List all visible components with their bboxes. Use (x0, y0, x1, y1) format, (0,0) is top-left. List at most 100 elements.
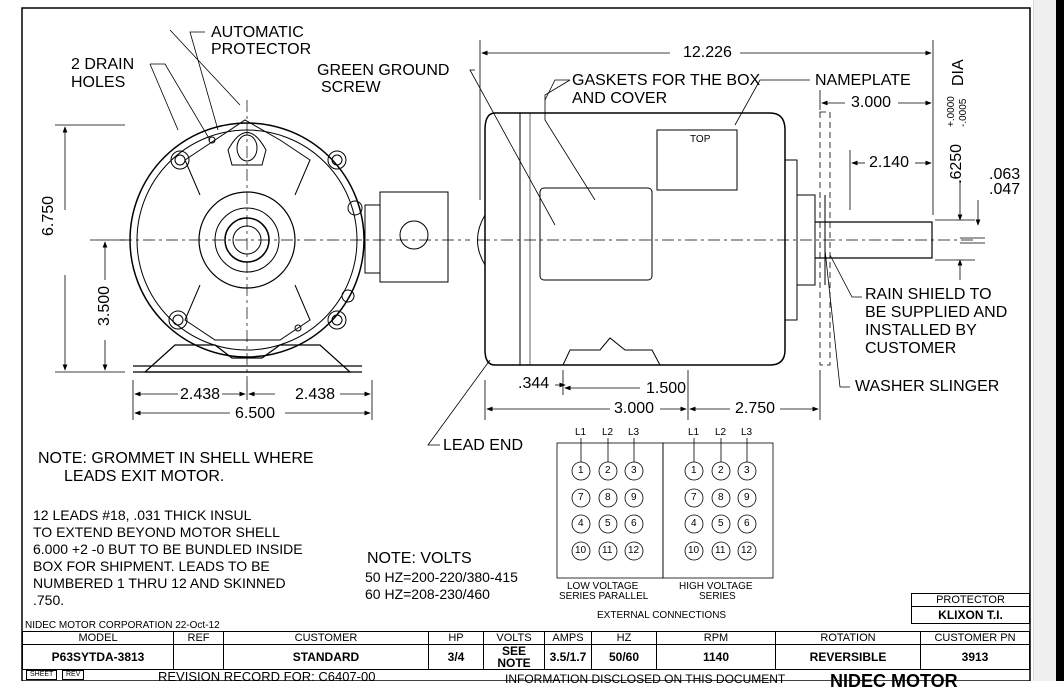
hv-t10: 10 (688, 545, 700, 556)
sheet-label: SHEET (26, 670, 58, 680)
hv-t12: 12 (741, 545, 753, 556)
lv-t10: 10 (575, 545, 587, 556)
washer-slinger-label: WASHER SLINGER (855, 378, 1000, 395)
dim-foot-right: 2.438 (295, 386, 336, 403)
lv-t12: 12 (628, 545, 640, 556)
note-volts-title: NOTE: VOLTS (367, 550, 472, 567)
header-amps: AMPS (544, 631, 592, 645)
dim-foot-left: 2.438 (180, 386, 221, 403)
protector-table: PROTECTOR KLIXON T.I. (911, 593, 1030, 624)
hv-l2: L2 (715, 427, 727, 438)
rain-shield-label-2: BE SUPPLIED AND (865, 304, 1008, 321)
scrollbar[interactable] (1033, 0, 1064, 681)
header-model: MODEL (22, 631, 174, 645)
lv-t5: 5 (605, 518, 611, 529)
dim-key-063: .063 (989, 166, 1021, 183)
value-customer: STANDARD (223, 644, 429, 670)
lv-t6: 6 (631, 518, 637, 529)
note-leads-4: BOX FOR SHIPMENT. LEADS TO BE (33, 558, 270, 574)
corp-stamp: NIDEC MOTOR CORPORATION 22-Oct-12 (25, 620, 220, 631)
hv-t3: 3 (744, 465, 750, 476)
hv-l3: L3 (741, 427, 753, 438)
dim-dia-label: DIA (950, 59, 967, 86)
hv-t11: 11 (715, 545, 726, 556)
lead-end-label: LEAD END (443, 437, 524, 454)
value-amps: 3.5/1.7 (544, 644, 592, 670)
value-ref (173, 644, 224, 670)
lv-t3: 3 (631, 465, 637, 476)
title-block-table: MODEL REF CUSTOMER HP VOLTS AMPS HZ RPM … (22, 631, 1030, 670)
dim-height-3500: 3.500 (96, 285, 113, 326)
lv-l1: L1 (575, 427, 587, 438)
value-volts: SEE NOTE (483, 644, 545, 670)
dim-nameplate-3000: 3.000 (851, 94, 892, 111)
terminal-circles (571, 438, 757, 561)
dim-base-6500: 6.500 (235, 405, 276, 422)
nameplate-top-label: TOP (690, 134, 711, 145)
value-rpm: 1140 (656, 644, 776, 670)
brand-logo-text: NIDEC MOTOR (830, 671, 958, 691)
header-hp: HP (428, 631, 484, 645)
header-hz: HZ (591, 631, 657, 645)
note-leads-6: .750. (33, 592, 65, 608)
nameplate-label: NAMEPLATE (815, 72, 911, 89)
header-customer-pn: CUSTOMER PN (920, 631, 1030, 645)
automatic-protector-label: AUTOMATIC (211, 24, 304, 41)
note-leads-3: 6.000 +2 -0 BUT TO BE BUNDLED INSIDE (33, 541, 303, 557)
green-ground-label-2: SCREW (321, 79, 381, 96)
automatic-protector-label-2: PROTECTOR (211, 41, 312, 58)
hv-t8: 8 (718, 492, 724, 503)
dim-2750: 2.750 (735, 400, 776, 417)
header-ref: REF (173, 631, 224, 645)
dim-3000-base: 3.000 (614, 400, 655, 417)
green-ground-label: GREEN GROUND (317, 62, 450, 79)
high-voltage-label-2: SERIES (699, 591, 736, 602)
header-rotation: ROTATION (775, 631, 921, 645)
value-rotation: REVERSIBLE (775, 644, 921, 670)
note-grommet-2: LEADS EXIT MOTOR. (64, 468, 225, 485)
title-header-row: MODEL REF CUSTOMER HP VOLTS AMPS HZ RPM … (22, 631, 1030, 645)
lv-t4: 4 (578, 518, 584, 529)
lv-l3: L3 (628, 427, 640, 438)
end-view-dimensions (55, 29, 373, 420)
lv-t9: 9 (631, 492, 637, 503)
note-volts-50: 50 HZ=200-220/380-415 (365, 569, 518, 585)
dim-shaft-tol-minus: -.0005 (958, 98, 969, 127)
dim-344: .344 (518, 375, 550, 392)
gaskets-label: GASKETS FOR THE BOX (572, 72, 761, 89)
rain-shield-label-4: CUSTOMER (865, 340, 957, 357)
revision-record: REVISION RECORD FOR: C6407-00 (158, 669, 376, 684)
side-view (477, 111, 975, 366)
low-voltage-label-2: SERIES PARALLEL (559, 591, 649, 602)
scrollbar-thumb[interactable] (1056, 0, 1064, 681)
rain-shield-label: RAIN SHIELD TO (865, 286, 992, 303)
note-grommet: NOTE: GROMMET IN SHELL WHERE (38, 450, 314, 467)
dim-height-6750: 6.750 (40, 195, 57, 236)
value-customer-pn: 3913 (920, 644, 1030, 670)
hv-t1: 1 (691, 465, 697, 476)
connection-diagram (556, 442, 774, 579)
hv-t6: 6 (744, 518, 750, 529)
hv-t5: 5 (718, 518, 724, 529)
value-model: P63SYTDA-3813 (22, 644, 174, 670)
value-hz: 50/60 (591, 644, 657, 670)
protector-header: PROTECTOR (911, 593, 1030, 607)
info-disclosed: INFORMATION DISCLOSED ON THIS DOCUMENT (505, 672, 786, 686)
header-volts: VOLTS (483, 631, 545, 645)
drain-holes-label-2: HOLES (71, 74, 126, 91)
lv-l2: L2 (602, 427, 614, 438)
header-customer: CUSTOMER (223, 631, 429, 645)
title-value-row: P63SYTDA-3813 STANDARD 3/4 SEE NOTE 3.5/… (22, 644, 1030, 670)
value-hp: 3/4 (428, 644, 484, 670)
header-rpm: RPM (656, 631, 776, 645)
dim-key-047: .047 (989, 181, 1021, 198)
gaskets-label-2: AND COVER (572, 90, 668, 107)
external-connections-label: EXTERNAL CONNECTIONS (597, 610, 727, 621)
dim-shaft-dia: .6250 (948, 143, 965, 184)
hv-t9: 9 (744, 492, 750, 503)
lv-t8: 8 (605, 492, 611, 503)
high-voltage-label: HIGH VOLTAGE (679, 581, 753, 592)
rain-shield-label-3: INSTALLED BY (865, 322, 977, 339)
